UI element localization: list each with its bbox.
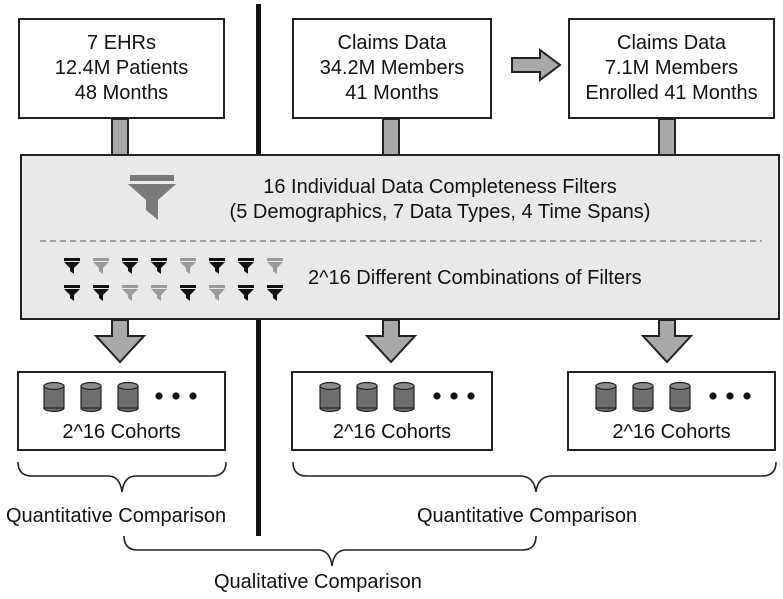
comparison-label-bottom: Qualitative Comparison — [214, 571, 422, 593]
filter-subtitle: (5 Demographics, 7 Data Types, 4 Time Sp… — [229, 201, 651, 223]
filter-panel — [20, 154, 780, 320]
source-line: 12.4M Patients — [54, 57, 189, 79]
down-arrow-claims-1 — [364, 319, 418, 364]
small-funnel-icon — [93, 258, 109, 274]
comparison-label-left: Quantitative Comparison — [6, 505, 227, 527]
database-cylinder-icon — [43, 381, 65, 413]
source-line: Enrolled 41 Months — [585, 82, 758, 104]
small-funnel-icon — [151, 285, 167, 301]
database-cylinder-icon — [669, 381, 691, 413]
database-cylinder-icon — [356, 381, 378, 413]
connector-claims-1 — [382, 118, 400, 156]
ellipsis-dots — [155, 392, 751, 400]
small-funnel-icon — [93, 285, 109, 301]
source-box-ehr: 7 EHRs 12.4M Patients 48 Months — [18, 18, 225, 119]
small-funnel-icon — [209, 285, 225, 301]
filter-combinations-label: 2^16 Different Combinations of Filters — [308, 267, 642, 289]
small-funnel-icon — [122, 285, 138, 301]
filter-combinations-grid — [64, 258, 283, 301]
cohort-cylinders — [43, 381, 691, 413]
database-cylinder-icon — [319, 381, 341, 413]
brace-bottom — [123, 535, 537, 567]
source-box-claims-1: Claims Data 34.2M Members 41 Months — [292, 18, 492, 119]
database-cylinder-icon — [117, 381, 139, 413]
cohort-label: 2^16 Cohorts — [62, 421, 181, 443]
small-funnel-icon — [151, 258, 167, 274]
small-funnel-icon — [64, 258, 80, 274]
comparison-label-right: Quantitative Comparison — [417, 505, 638, 527]
source-box-claims-2: Claims Data 7.1M Members Enrolled 41 Mon… — [568, 18, 775, 119]
small-funnel-icon — [238, 258, 254, 274]
small-funnel-icon — [180, 258, 196, 274]
source-line: 48 Months — [74, 82, 169, 104]
source-line: 7 EHRs — [87, 32, 156, 54]
small-funnel-icon — [180, 285, 196, 301]
small-funnel-icon — [267, 285, 283, 301]
source-line: Claims Data — [337, 32, 447, 54]
claims-transition-arrow — [511, 48, 562, 82]
database-cylinder-icon — [393, 381, 415, 413]
filter-title: 16 Individual Data Completeness Filters — [263, 176, 617, 198]
brace-right — [292, 461, 777, 493]
brace-left — [17, 461, 227, 493]
database-cylinder-icon — [80, 381, 102, 413]
small-funnel-icon — [122, 258, 138, 274]
down-arrow-ehr — [93, 319, 147, 364]
connector-claims-2 — [658, 118, 676, 156]
cohort-label: 2^16 Cohorts — [612, 421, 731, 443]
source-line: 41 Months — [345, 82, 439, 104]
filter-funnel-icon — [128, 175, 176, 220]
source-line: 7.1M Members — [604, 57, 739, 79]
source-line: 34.2M Members — [319, 57, 465, 79]
down-arrow-claims-2 — [640, 319, 694, 364]
cohort-label: 2^16 Cohorts — [332, 421, 452, 443]
small-funnel-icon — [64, 285, 80, 301]
database-cylinder-icon — [632, 381, 654, 413]
source-line: Claims Data — [617, 32, 726, 54]
small-funnel-icon — [238, 285, 254, 301]
small-funnel-icon — [267, 258, 283, 274]
connector-ehr — [111, 118, 129, 156]
small-funnel-icon — [209, 258, 225, 274]
database-cylinder-icon — [595, 381, 617, 413]
